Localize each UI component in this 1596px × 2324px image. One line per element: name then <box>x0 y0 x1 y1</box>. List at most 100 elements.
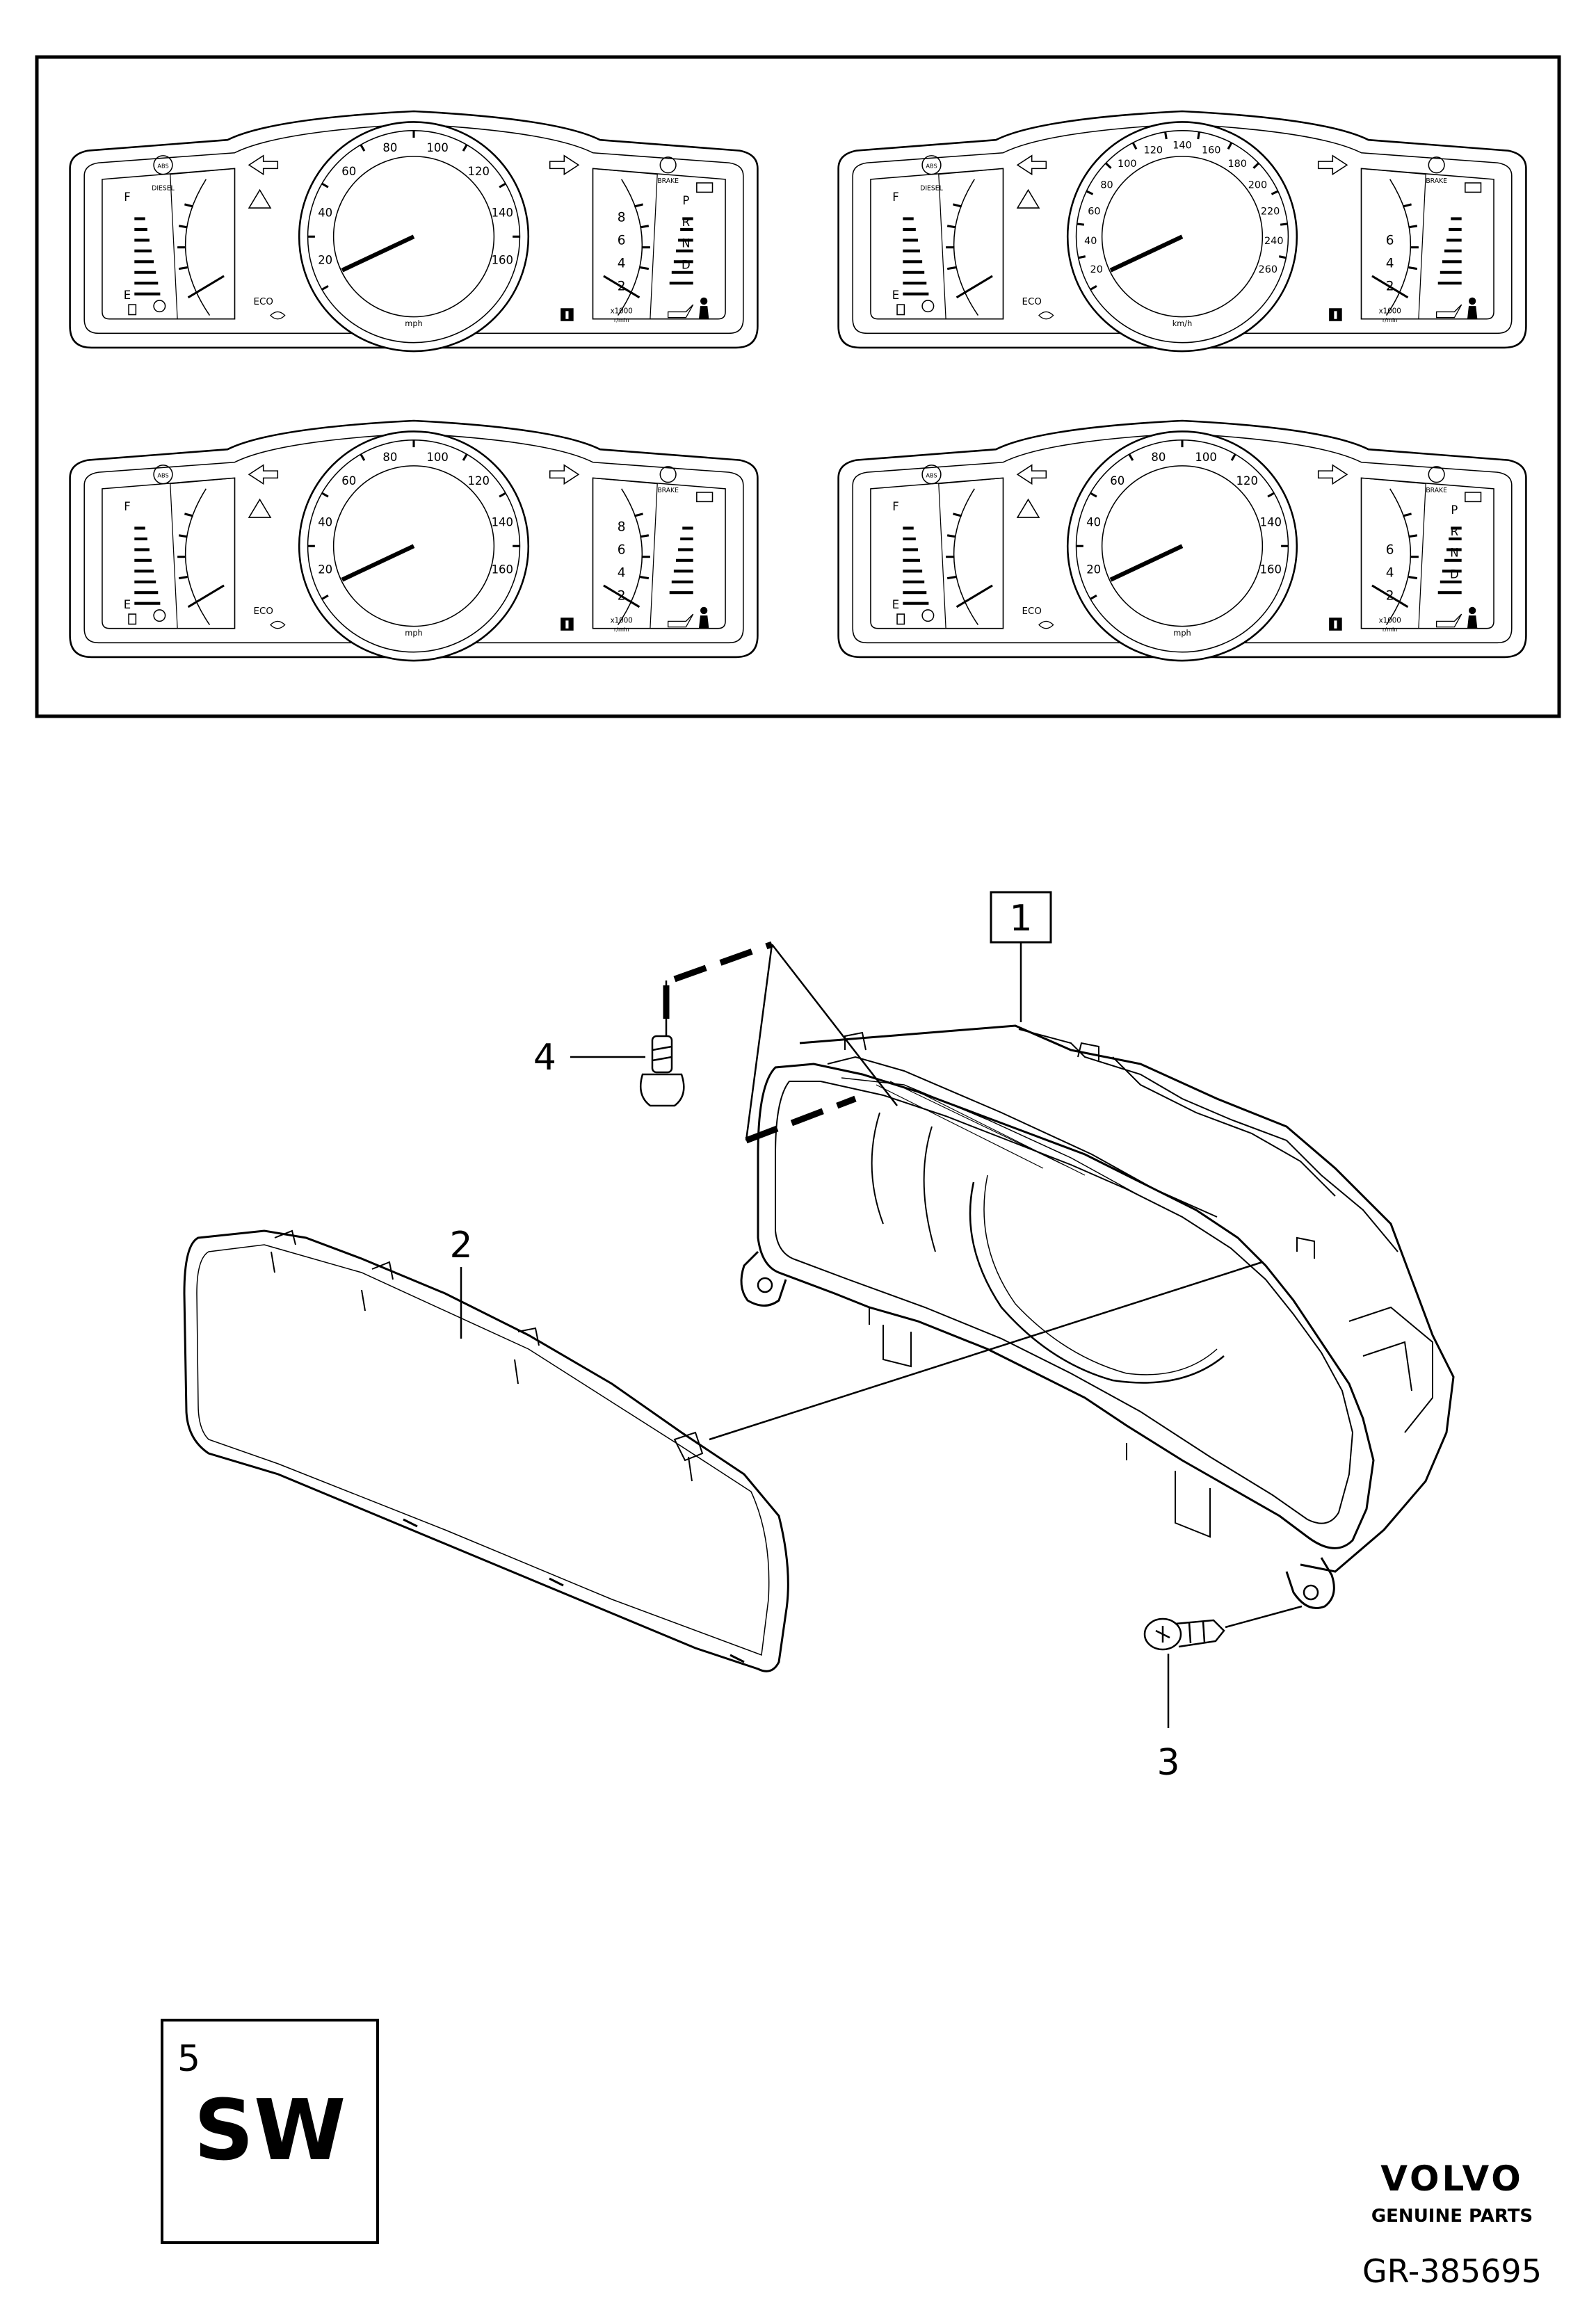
eco-label: ECO <box>1022 606 1042 617</box>
speed-tick-mark <box>1090 492 1097 498</box>
rpm-tick-label: 4 <box>1386 257 1394 271</box>
speed-tick-mark <box>1090 284 1097 291</box>
speed-tick-mark <box>1131 142 1138 150</box>
speed-tick-label: 20 <box>318 563 332 576</box>
reference-number: GR-385695 <box>1362 2252 1542 2290</box>
speed-tick-mark <box>321 182 329 188</box>
speed-tick-label: 60 <box>1088 207 1100 218</box>
callout-2-label: 2 <box>449 1225 472 1266</box>
speed-tick-label: 40 <box>1086 515 1101 528</box>
speed-tick-label: 100 <box>1118 159 1137 170</box>
speed-unit-label: mph <box>1173 628 1191 638</box>
speed-tick-label: 140 <box>1260 515 1282 528</box>
fuel-full-label: F <box>124 191 130 204</box>
speed-tick-label: 160 <box>492 253 513 266</box>
speed-tick-mark <box>499 182 506 188</box>
speed-tick-label: 20 <box>1090 264 1103 275</box>
speed-tick-mark <box>499 492 506 498</box>
speed-tick-mark <box>1090 594 1097 600</box>
gear-label: P <box>682 194 689 207</box>
speed-tick-label: 100 <box>426 451 448 464</box>
screw-left <box>640 1035 685 1107</box>
speed-tick-label: 140 <box>1172 140 1192 152</box>
rpm-tick-label: 4 <box>1386 566 1394 581</box>
gear-label: R <box>682 216 690 229</box>
speed-tick-label: 160 <box>1260 563 1282 576</box>
instrument-cluster-assembly <box>740 1024 1455 1609</box>
speed-tick-mark <box>462 453 468 461</box>
fuel-full-label: F <box>892 500 898 513</box>
speedometer-needle <box>341 544 415 582</box>
rpm-tick-label: 6 <box>1386 543 1394 558</box>
speed-tick-mark <box>1252 162 1259 169</box>
callout-1-box <box>990 891 1052 944</box>
screw-right <box>1143 1617 1225 1651</box>
rpm-unit-bottom: r/min <box>1383 316 1398 323</box>
speed-tick-mark <box>1197 131 1200 140</box>
abs-label: ABS <box>157 471 168 478</box>
speed-tick-label: 120 <box>467 165 489 178</box>
speed-tick-mark <box>1128 453 1134 461</box>
brake-label: BRAKE <box>1426 487 1447 494</box>
speed-tick-label: 240 <box>1264 236 1284 247</box>
screw-left-guide <box>665 944 898 1141</box>
speed-tick-label: 80 <box>1100 180 1113 191</box>
abs-label: ABS <box>157 162 168 169</box>
speed-tick-mark <box>1227 142 1233 150</box>
speed-tick-mark <box>360 144 366 152</box>
callout-4-label: 4 <box>533 1037 556 1079</box>
rpm-unit-bottom: r/min <box>614 626 629 633</box>
eco-label: ECO <box>1022 297 1042 307</box>
cover-glass <box>183 1229 789 1672</box>
fuel-empty-label: E <box>892 289 899 302</box>
rpm-tick-label: 4 <box>618 257 626 271</box>
fuel-empty-label: E <box>124 598 131 611</box>
speed-tick-mark <box>321 594 329 600</box>
brake-label: BRAKE <box>657 177 679 185</box>
rpm-tick-label: 2 <box>618 589 626 604</box>
speed-tick-label: 40 <box>318 206 332 219</box>
brake-label: BRAKE <box>1426 177 1447 185</box>
speed-tick-label: 160 <box>492 563 513 576</box>
speed-tick-label: 140 <box>492 515 513 528</box>
speed-tick-label: 220 <box>1261 207 1280 218</box>
callout-3-label: 3 <box>1156 1742 1179 1784</box>
speed-unit-label: km/h <box>1172 318 1193 328</box>
speedometer-needle <box>1109 544 1184 582</box>
speed-tick-mark <box>321 284 329 291</box>
speed-tick-label: 100 <box>426 141 448 154</box>
speed-tick-label: 140 <box>492 206 513 219</box>
speed-tick-label: 40 <box>318 515 332 528</box>
speed-tick-mark <box>1077 223 1085 226</box>
callout-1-label: 1 <box>1009 898 1032 939</box>
brake-label: BRAKE <box>657 487 679 494</box>
software-box-number: 5 <box>177 2038 200 2080</box>
glass-to-cluster-leader <box>709 1261 1263 1441</box>
eco-label: ECO <box>254 297 273 307</box>
speed-tick-mark <box>1164 131 1168 140</box>
speed-tick-label: 80 <box>382 141 397 154</box>
speed-tick-mark <box>360 453 366 461</box>
software-box-label: SW <box>194 2083 346 2179</box>
speed-tick-mark <box>1267 492 1275 498</box>
speed-tick-label: 160 <box>1202 145 1221 156</box>
gear-label: N <box>1450 547 1458 560</box>
gear-label: R <box>1451 525 1458 538</box>
speed-tick-mark <box>1280 223 1288 226</box>
cluster-variant-bottom-right <box>839 421 1526 661</box>
variants-panel-frame <box>35 55 1561 718</box>
speed-tick-label: 60 <box>341 474 356 487</box>
rpm-tick-label: 2 <box>1386 589 1394 604</box>
gear-label: P <box>1451 503 1458 517</box>
cluster-variant-bottom-left <box>70 421 758 661</box>
speed-tick-label: 120 <box>1236 474 1257 487</box>
speedometer-needle <box>1109 234 1184 273</box>
rpm-tick-label: 8 <box>618 211 626 225</box>
speed-unit-label: mph <box>405 318 422 328</box>
rpm-unit-top: x1000 <box>1379 307 1401 315</box>
speed-tick-label: 200 <box>1248 180 1268 191</box>
